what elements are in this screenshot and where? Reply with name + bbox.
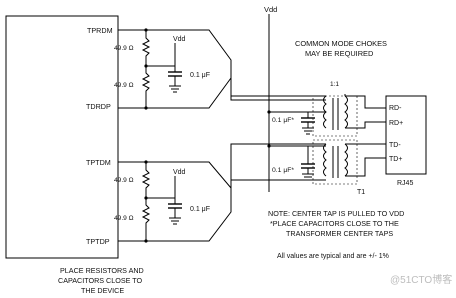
vdd-label-top: Vdd	[264, 5, 277, 14]
resistor-value-tx1: 49.9 Ω	[114, 177, 134, 184]
rj45-pin-rd-plus: RD+	[389, 120, 403, 127]
rj45-pin-rd-minus: RD-	[389, 105, 402, 112]
device-body	[5, 15, 119, 259]
transformer-tx	[312, 139, 358, 185]
cap-value-rx-local: 0.1 μF	[190, 72, 210, 79]
note-chokes-line1: COMMON MODE CHOKES	[295, 39, 387, 48]
vdd-label-rx-local: Vdd	[173, 36, 186, 43]
rj45-pin-td-plus: TD+	[389, 156, 402, 163]
vdd-label-tx-local: Vdd	[173, 169, 186, 176]
transformer-ratio-rx: 1:1	[330, 81, 339, 88]
note-place-line1: PLACE RESISTORS AND	[60, 266, 144, 275]
note-center-tap-line1: NOTE: CENTER TAP IS PULLED TO VDD	[268, 209, 404, 218]
cap-value-rx-tap: 0.1 μF*	[272, 117, 294, 124]
cap-value-tx-tap: 0.1 μF*	[272, 167, 294, 174]
pin-label-tptdp: TPTDP	[86, 237, 110, 246]
rj45-label: RJ45	[397, 180, 413, 187]
transformer-ref: T1	[357, 189, 365, 196]
note-center-tap-line2: *PLACE CAPACITORS CLOSE TO THE	[270, 219, 399, 228]
pin-label-tdrdp: TDRDP	[86, 102, 111, 111]
pin-label-tptdm: TPTDM	[86, 158, 111, 167]
resistor-value-rx2: 49.9 Ω	[114, 82, 134, 89]
note-center-tap-line3: TRANSFORMER CENTER TAPS	[286, 229, 393, 238]
note-chokes-line2: MAY BE REQUIRED	[305, 49, 373, 58]
resistor-value-tx2: 49.9 Ω	[114, 215, 134, 222]
pin-label-tprdm: TPRDM	[87, 26, 113, 35]
resistor-value-rx1: 49.9 Ω	[114, 45, 134, 52]
note-values: All values are typical and are +/- 1%	[277, 253, 389, 260]
cap-value-tx-local: 0.1 μF	[190, 206, 210, 213]
rj45-connector	[385, 95, 427, 175]
note-place-line2: CAPACITORS CLOSE TO	[58, 276, 143, 285]
note-place-line3: THE DEVICE	[81, 286, 124, 295]
rj45-pin-td-minus: TD-	[389, 142, 401, 149]
watermark: @51CTO博客	[390, 273, 452, 286]
transformer-rx	[312, 95, 358, 137]
